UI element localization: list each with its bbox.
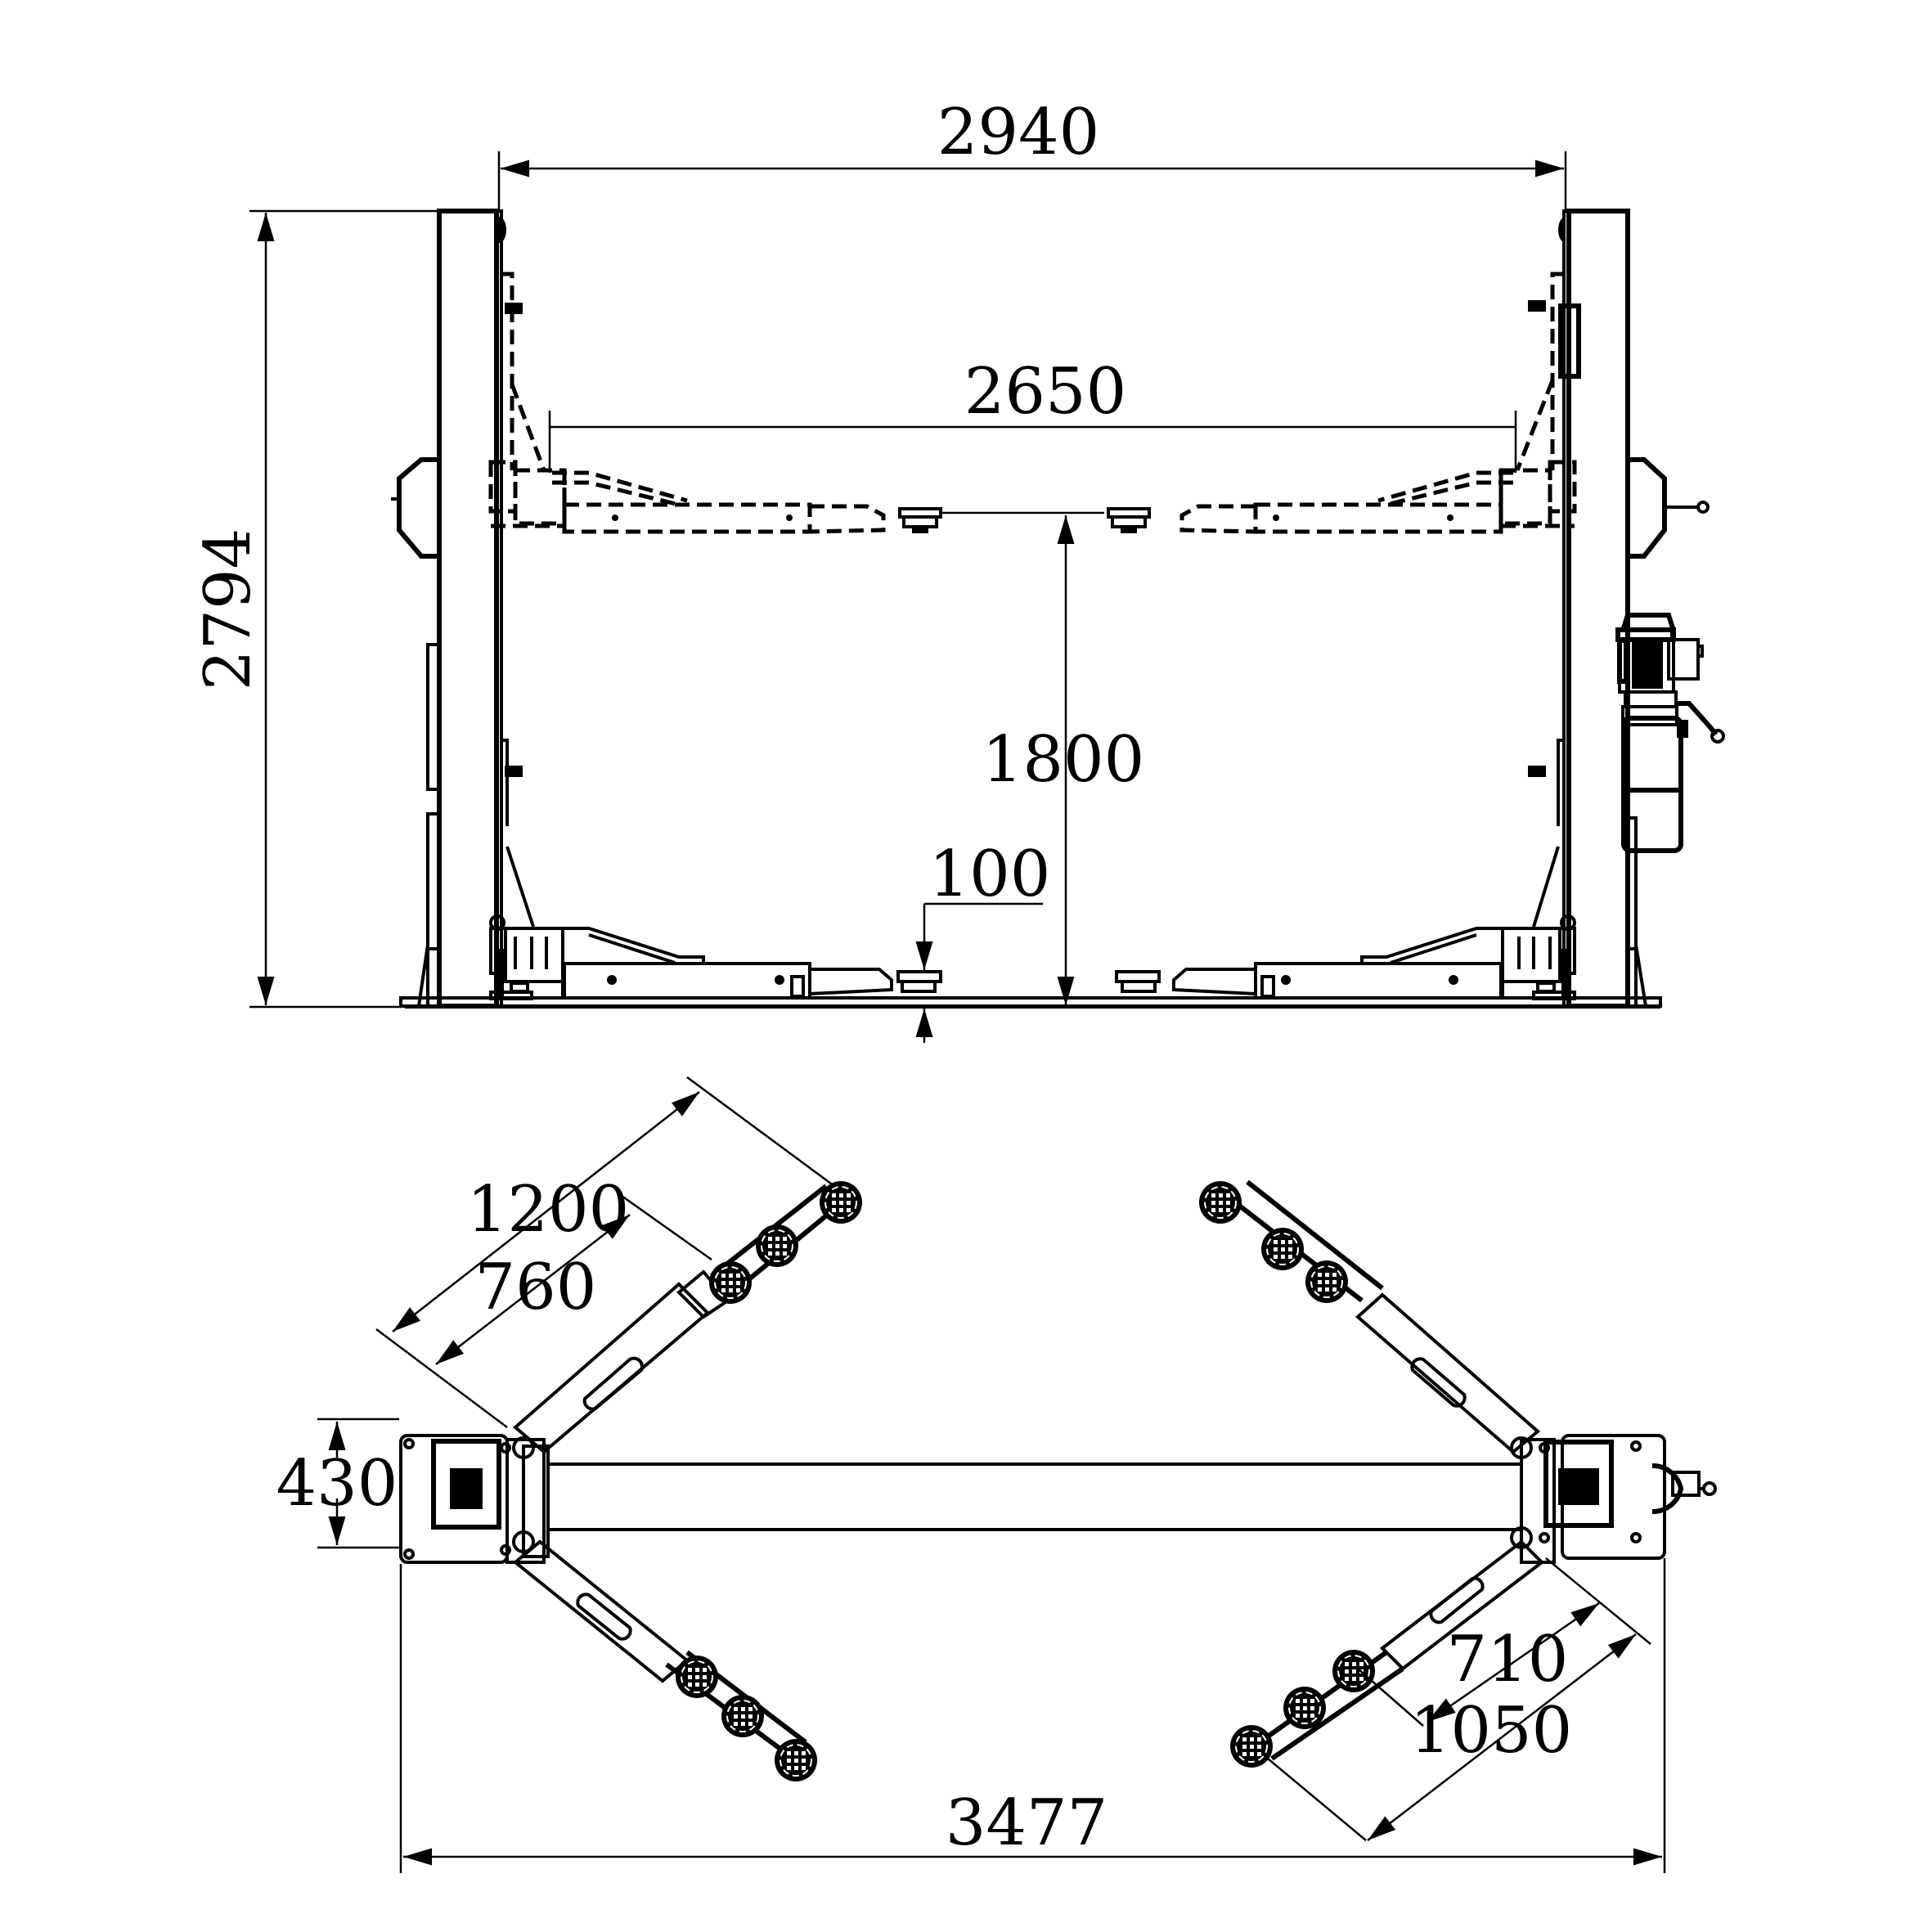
raised-arm-left [488,460,942,534]
swing-arm-lower-left [512,1539,818,1782]
front-view: 2940 2794 [191,96,1725,1043]
left-base-plate [399,1434,550,1564]
arm-span-label: 2650 [964,355,1127,429]
dimension-arm-reach: 1200 760 [375,1076,835,1428]
lowered-arm-right [1115,914,1576,1000]
right-post [1515,209,1710,1009]
dimension-min-pad-height: 100 [915,838,1051,1043]
raised-arm-right [1107,460,1577,534]
dimension-short-arm-reach: 710 1050 [1267,1557,1651,1841]
base-plate [399,996,1662,1009]
swing-arm-upper-right [1198,1179,1541,1454]
dimension-arm-span: 2650 [548,355,1517,473]
dimension-overall-width: 2940 [497,96,1567,211]
overall-length-label: 3477 [946,1786,1108,1860]
dimension-overall-height: 2794 [191,209,438,1009]
dimension-max-lift-height: 1800 [941,511,1145,1005]
arm-max-reach-label: 1200 [467,1173,630,1247]
dimension-base-depth: 430 [276,1418,399,1549]
short-arm-min-label: 710 [1447,1623,1569,1696]
short-arm-max-label: 1050 [1410,1694,1573,1768]
overall-height-label: 2794 [191,528,265,691]
cross-beam [546,1462,1523,1531]
dimension-overall-length: 3477 [399,1558,1666,1873]
right-base-plate [1510,1434,1717,1564]
max-lift-height-label: 1800 [982,723,1145,797]
arm-min-reach-label: 760 [475,1251,597,1324]
left-post [391,209,546,1009]
min-pad-height-label: 100 [929,838,1051,911]
lowered-arm-left [489,914,942,1000]
base-depth-label: 430 [276,1447,398,1521]
plan-view: 1200 760 430 710 1050 3477 [276,1076,1717,1873]
overall-width-label: 2940 [937,96,1100,169]
hydraulic-power-unit [1615,613,1725,853]
